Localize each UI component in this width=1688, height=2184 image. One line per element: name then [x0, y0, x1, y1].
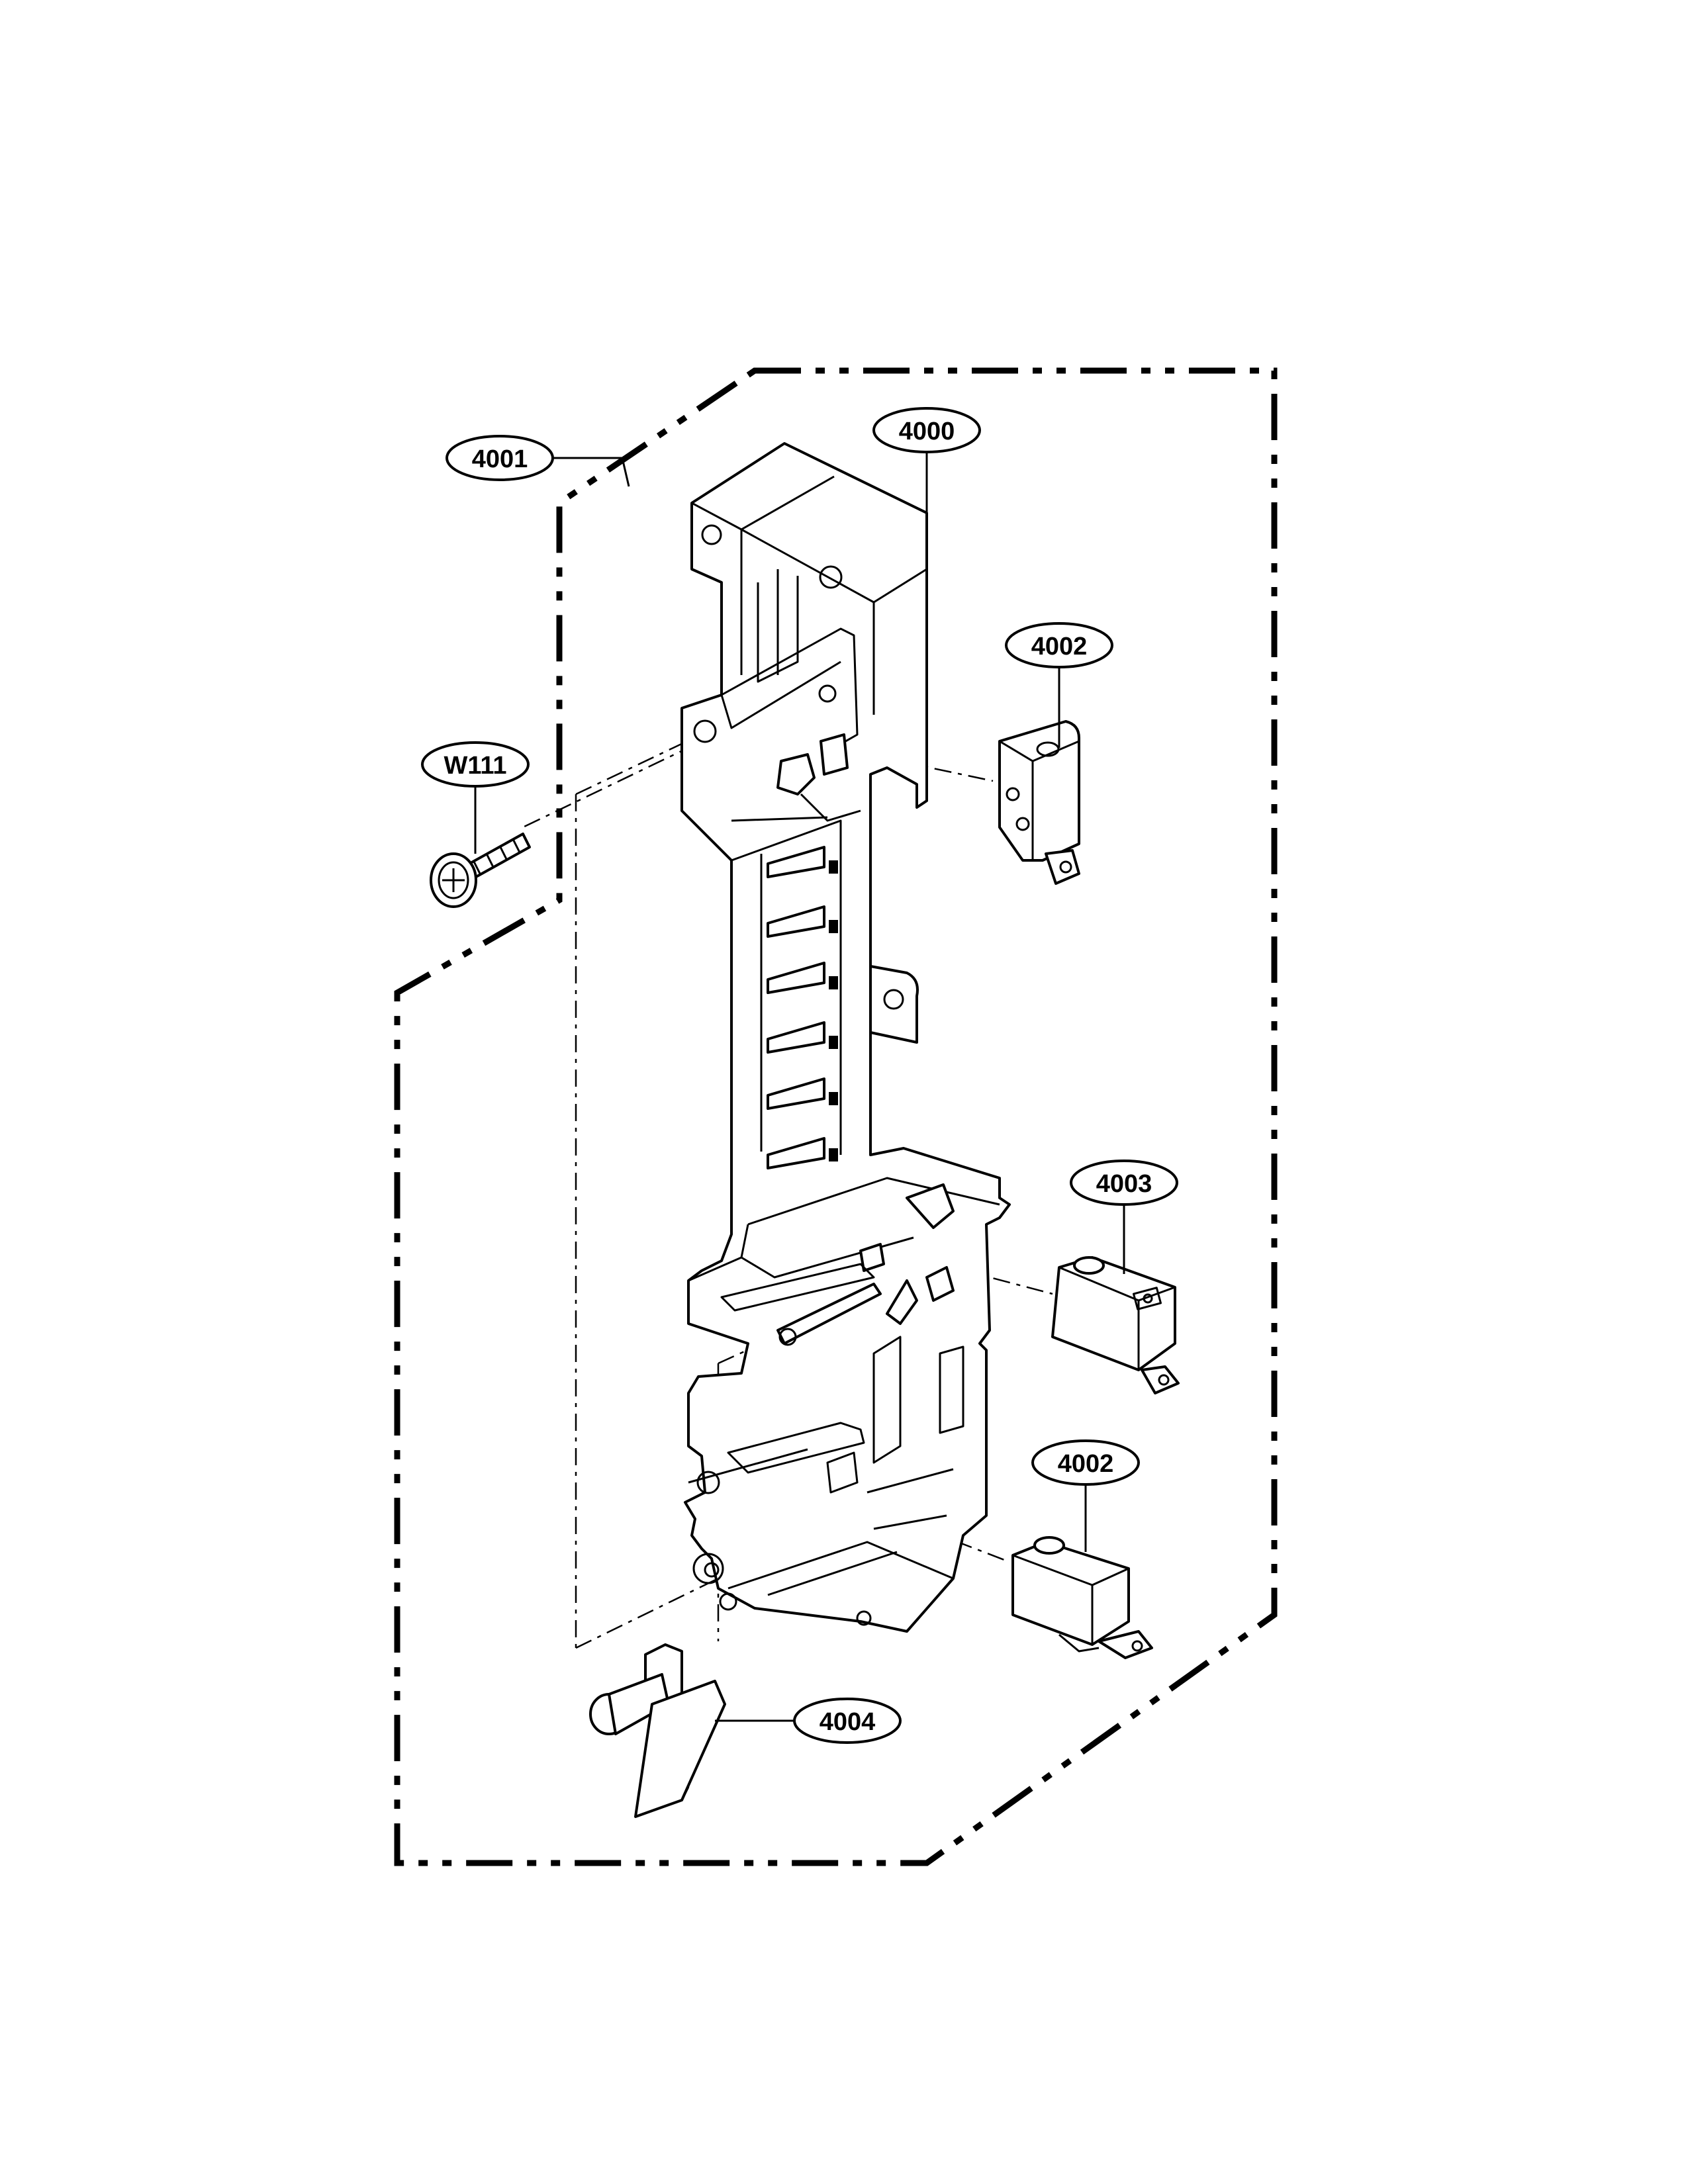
callout-4000: 4000	[872, 407, 981, 453]
callout-4004: 4004	[793, 1698, 902, 1744]
svg-text:W111: W111	[444, 752, 506, 780]
frame-ribs	[767, 846, 838, 1169]
micro-switch-bottom	[1011, 1536, 1153, 1659]
svg-text:4001: 4001	[472, 445, 528, 473]
svg-text:4002: 4002	[1058, 1450, 1114, 1478]
callout-4001: 4001	[445, 435, 554, 481]
leader-lines	[474, 451, 1125, 1722]
phantom-lines	[522, 727, 1053, 1649]
assembly-boundary	[394, 367, 1278, 1866]
lever-part	[589, 1643, 726, 1818]
svg-text:4002: 4002	[1031, 633, 1088, 660]
callout-4003: 4003	[1070, 1160, 1178, 1206]
svg-text:4004: 4004	[820, 1708, 876, 1736]
callout-4002-top: 4002	[1005, 622, 1113, 668]
svg-text:4000: 4000	[899, 418, 955, 445]
callout-w111: W111	[421, 741, 530, 788]
micro-switch-top	[998, 720, 1080, 885]
svg-text:4003: 4003	[1096, 1170, 1152, 1198]
callout-4002-bottom: 4002	[1031, 1439, 1140, 1486]
micro-switch-middle	[1051, 1256, 1180, 1394]
screw-part	[430, 833, 531, 908]
door-frame-part	[680, 442, 1011, 1633]
